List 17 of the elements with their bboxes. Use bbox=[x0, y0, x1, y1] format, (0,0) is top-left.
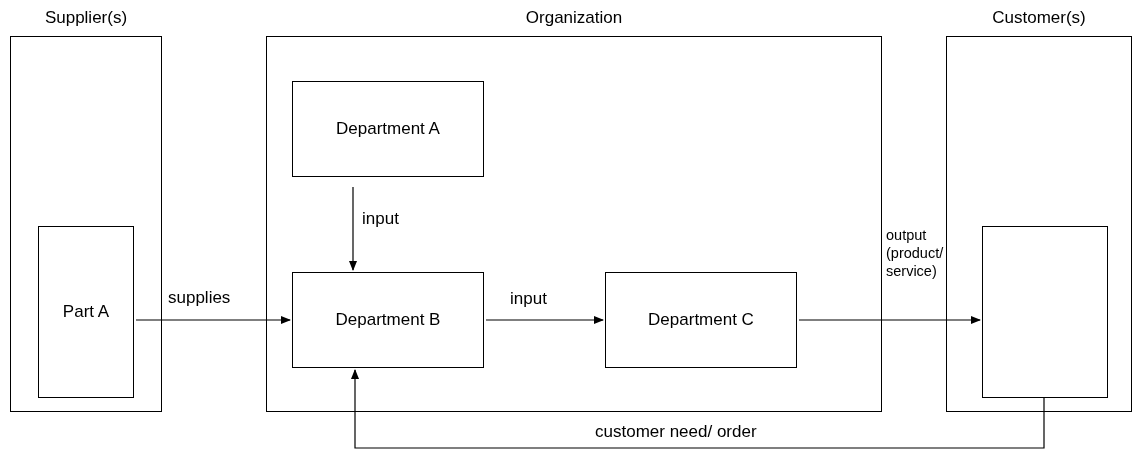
group-heading: Organization bbox=[524, 7, 624, 29]
process-box bbox=[292, 81, 484, 177]
box-label: Part A bbox=[62, 301, 110, 323]
empty-box bbox=[982, 226, 1108, 398]
arrow bbox=[798, 316, 981, 324]
group-heading: Supplier(s) bbox=[43, 7, 129, 29]
process-box bbox=[605, 272, 797, 368]
arrow bbox=[485, 316, 604, 324]
process-box bbox=[292, 272, 484, 368]
group-heading: Customer(s) bbox=[991, 7, 1087, 29]
box-label: Department C bbox=[648, 309, 754, 331]
arrow bbox=[351, 369, 1045, 449]
box-label: Department A bbox=[336, 118, 440, 140]
arrow bbox=[135, 316, 291, 324]
process-box bbox=[38, 226, 134, 398]
arrow bbox=[349, 186, 357, 271]
box-label: Department B bbox=[335, 309, 441, 331]
